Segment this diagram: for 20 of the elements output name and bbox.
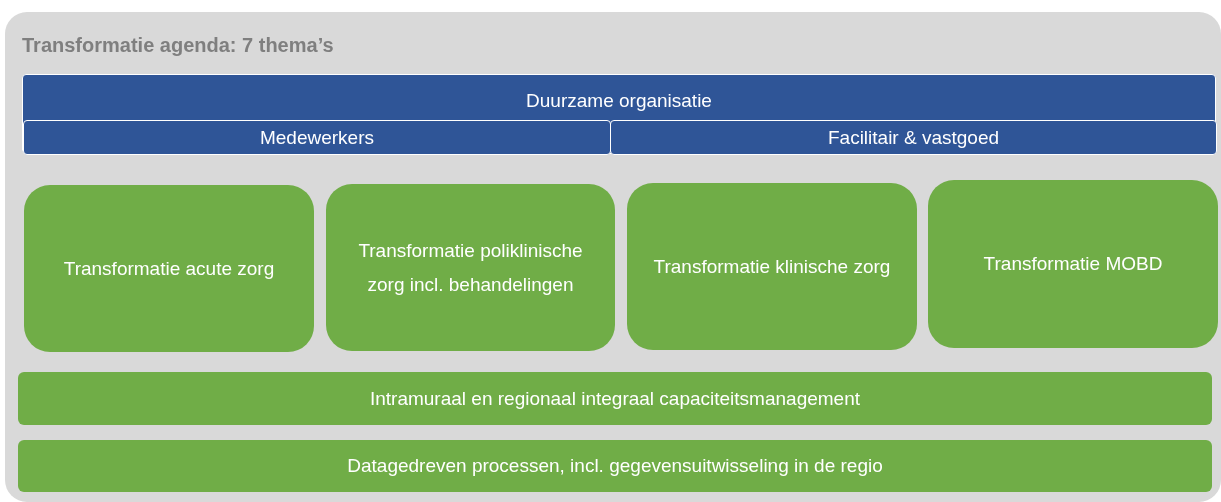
theme-card	[326, 184, 615, 351]
card-label: Transformatie poliklinische zorg incl. behandelingen	[357, 238, 584, 297]
card-label: Transformatie klinische zorg	[653, 254, 891, 279]
banner-bar	[22, 74, 1216, 154]
card-label: Facilitair & vastgoed	[827, 125, 1000, 150]
banner-segment	[23, 120, 611, 155]
card-label: Intramuraal en regionaal integraal capaciteitsmanagement	[369, 386, 861, 411]
card-label: Transformatie MOBD	[983, 252, 1163, 276]
card-label: Transformatie acute zorg	[63, 256, 275, 281]
card-label: Medewerkers	[259, 125, 374, 150]
theme-card	[627, 183, 917, 350]
banner-label: Duurzame organisatie	[525, 89, 713, 113]
theme-card	[928, 180, 1218, 348]
theme-bar	[18, 372, 1212, 425]
theme-bar	[18, 440, 1212, 492]
panel-title: Transformatie agenda: 7 thema’s	[22, 33, 334, 58]
theme-card	[24, 185, 314, 352]
theme-panel	[5, 12, 1221, 502]
banner-segment	[610, 120, 1217, 155]
card-label: Datagedreven processen, incl. gegevensuitwisseling in de regio	[347, 454, 883, 478]
